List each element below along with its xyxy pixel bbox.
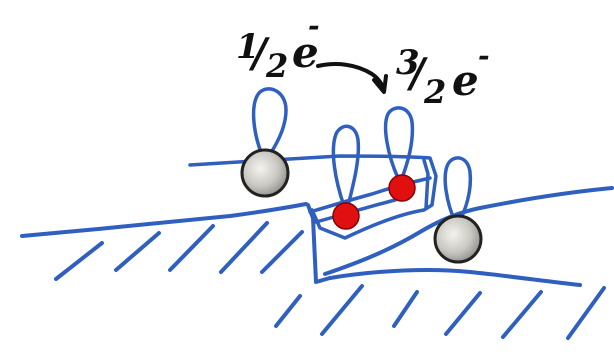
label-left-denominator: 2 <box>266 50 288 82</box>
step-ledge-front <box>424 160 428 208</box>
bulk-hatching <box>56 223 604 338</box>
hatch-line <box>56 243 102 279</box>
orbital-lobe-step-1 <box>333 126 358 206</box>
transfer-arrow <box>318 64 386 92</box>
step-face-line <box>308 205 330 282</box>
label-right-superscript: - <box>478 42 490 70</box>
hatch-line <box>262 232 302 272</box>
upper-terrace-line <box>22 204 306 236</box>
lower-terrace-contour <box>330 270 580 285</box>
red-atom-lower <box>333 203 359 229</box>
label-left-superscript: - <box>308 12 320 40</box>
hatch-line <box>116 233 159 270</box>
red-atom-upper <box>389 175 415 201</box>
hatch-line <box>568 288 604 338</box>
label-left-slash: / <box>252 34 267 74</box>
gray-atom-left <box>242 150 288 196</box>
hatch-line <box>170 226 213 270</box>
gray-atom-right <box>435 216 481 262</box>
orbital-lobe-step-2 <box>386 108 413 178</box>
hatch-line <box>221 223 267 272</box>
hatch-line <box>503 292 541 337</box>
hatch-line <box>446 293 480 334</box>
label-right-slash: / <box>410 54 425 94</box>
label-right-symbol: e <box>452 60 479 102</box>
arrow-shaft <box>318 64 384 90</box>
hatch-line <box>322 286 362 334</box>
hatch-line <box>276 296 300 326</box>
label-right-denominator: 2 <box>424 76 446 108</box>
hatch-line <box>394 292 417 326</box>
